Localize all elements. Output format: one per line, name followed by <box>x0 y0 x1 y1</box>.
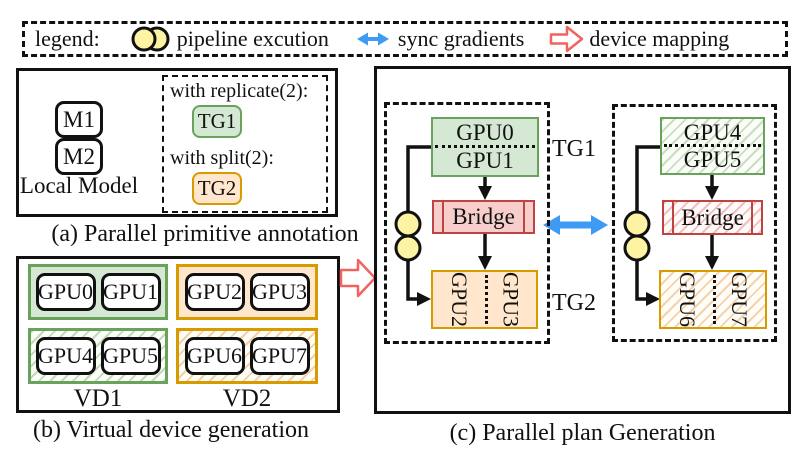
group-gpu67: GPU6 GPU7 <box>176 328 318 384</box>
left-stage2-right: GPU3 <box>498 272 524 328</box>
plan-right-group <box>612 104 777 342</box>
module-m1-label: M1 <box>63 106 95 132</box>
tg1-chip-label: TG1 <box>197 109 237 133</box>
left-stage1-top: GPU0 <box>456 120 514 145</box>
vd1-label: VD1 <box>73 385 123 412</box>
split-label: with split(2): <box>170 147 274 169</box>
left-bridge-label: Bridge <box>452 204 515 229</box>
legend-box: legend: pipeline excution sync gradients… <box>22 21 788 57</box>
left-stage1-bottom: GPU1 <box>456 148 514 173</box>
gpu1-label: GPU1 <box>103 279 159 304</box>
tg2-label: TG2 <box>552 290 596 316</box>
plan-left-group <box>384 102 550 344</box>
sync-gradients-icon <box>353 28 393 50</box>
gpu2-chip: GPU2 <box>184 273 245 311</box>
replica-divider <box>435 145 535 148</box>
right-stage1-top: GPU4 <box>683 119 742 145</box>
gpu2-label: GPU2 <box>187 279 243 304</box>
tg2-chip: TG2 <box>192 172 242 205</box>
group-gpu01: GPU0 GPU1 <box>28 264 168 320</box>
gpu6-label: GPU6 <box>187 343 243 368</box>
right-stage2-box: GPU6 GPU7 <box>659 270 767 329</box>
shard-divider <box>713 275 716 324</box>
right-bridge-box: Bridge <box>662 200 763 235</box>
caption-a: (a) Parallel primitive annotation <box>51 221 359 247</box>
group-gpu45: GPU4 GPU5 <box>28 328 168 384</box>
gpu4-chip: GPU4 <box>35 337 96 375</box>
gpu3-label: GPU3 <box>252 279 308 304</box>
panel-a: M1 M2 Local Model with replicate(2): TG1… <box>16 68 338 217</box>
tg1-chip: TG1 <box>192 105 242 138</box>
pipeline-circle <box>623 234 651 262</box>
right-bridge-label: Bridge <box>681 204 744 230</box>
right-stage1-bottom: GPU5 <box>683 146 742 172</box>
gpu3-chip: GPU3 <box>249 273 310 311</box>
right-stage2-right: GPU7 <box>727 272 752 328</box>
module-m2: M2 <box>55 138 103 175</box>
gpu5-label: GPU5 <box>103 343 159 368</box>
annotation-box: with replicate(2): TG1 with split(2): TG… <box>162 75 328 213</box>
module-m2-label: M2 <box>63 143 95 169</box>
gpu0-label: GPU0 <box>38 279 94 304</box>
legend-title: legend: <box>35 26 100 51</box>
panel-c: GPU0 GPU1 Bridge GPU2 GPU3 TG1 TG2 GPU4 … <box>374 66 791 414</box>
gpu0-chip: GPU0 <box>35 273 96 311</box>
gpu7-label: GPU7 <box>252 343 308 368</box>
gpu6-chip: GPU6 <box>184 337 245 375</box>
left-stage1-box: GPU0 GPU1 <box>431 117 539 177</box>
mapping-label: device mapping <box>589 26 730 51</box>
gpu1-chip: GPU1 <box>100 273 161 311</box>
caption-c: (c) Parallel plan Generation <box>449 420 716 446</box>
left-bridge-box: Bridge <box>432 200 535 234</box>
pipeline-circle <box>394 234 422 262</box>
tg1-label: TG1 <box>552 136 596 162</box>
vd2-label: VD2 <box>222 385 272 412</box>
bridge-side-line <box>442 202 444 232</box>
panel-b: GPU0 GPU1 GPU2 GPU3 GPU4 GPU5 GPU6 GPU7 … <box>16 256 340 413</box>
module-m1: M1 <box>55 101 103 138</box>
tg2-chip-label: TG2 <box>197 176 237 200</box>
gpu4-label: GPU4 <box>38 343 94 368</box>
shard-divider <box>484 275 488 324</box>
bridge-side-line <box>672 202 674 233</box>
pipeline-execution-icon <box>128 24 174 54</box>
replicate-label: with replicate(2): <box>170 80 309 102</box>
right-stage1-box: GPU4 GPU5 <box>660 117 765 175</box>
right-stage2-left: GPU6 <box>675 272 700 328</box>
device-mapping-arrow <box>337 255 379 306</box>
local-model-label: Local Model <box>19 173 139 198</box>
gpu5-chip: GPU5 <box>100 337 161 375</box>
pipeline-label: pipeline excution <box>176 26 329 51</box>
bridge-side-line <box>523 202 525 232</box>
left-stage2-left: GPU2 <box>446 272 472 328</box>
gpu7-chip: GPU7 <box>249 337 310 375</box>
sync-label: sync gradients <box>397 26 525 51</box>
replica-divider <box>664 144 761 147</box>
connector-layer <box>394 145 719 306</box>
group-gpu23: GPU2 GPU3 <box>176 264 318 320</box>
caption-b: (b) Virtual device generation <box>33 417 309 443</box>
left-stage2-box: GPU2 GPU3 <box>431 270 538 329</box>
device-mapping-icon <box>546 24 586 54</box>
bridge-side-line <box>751 202 753 233</box>
